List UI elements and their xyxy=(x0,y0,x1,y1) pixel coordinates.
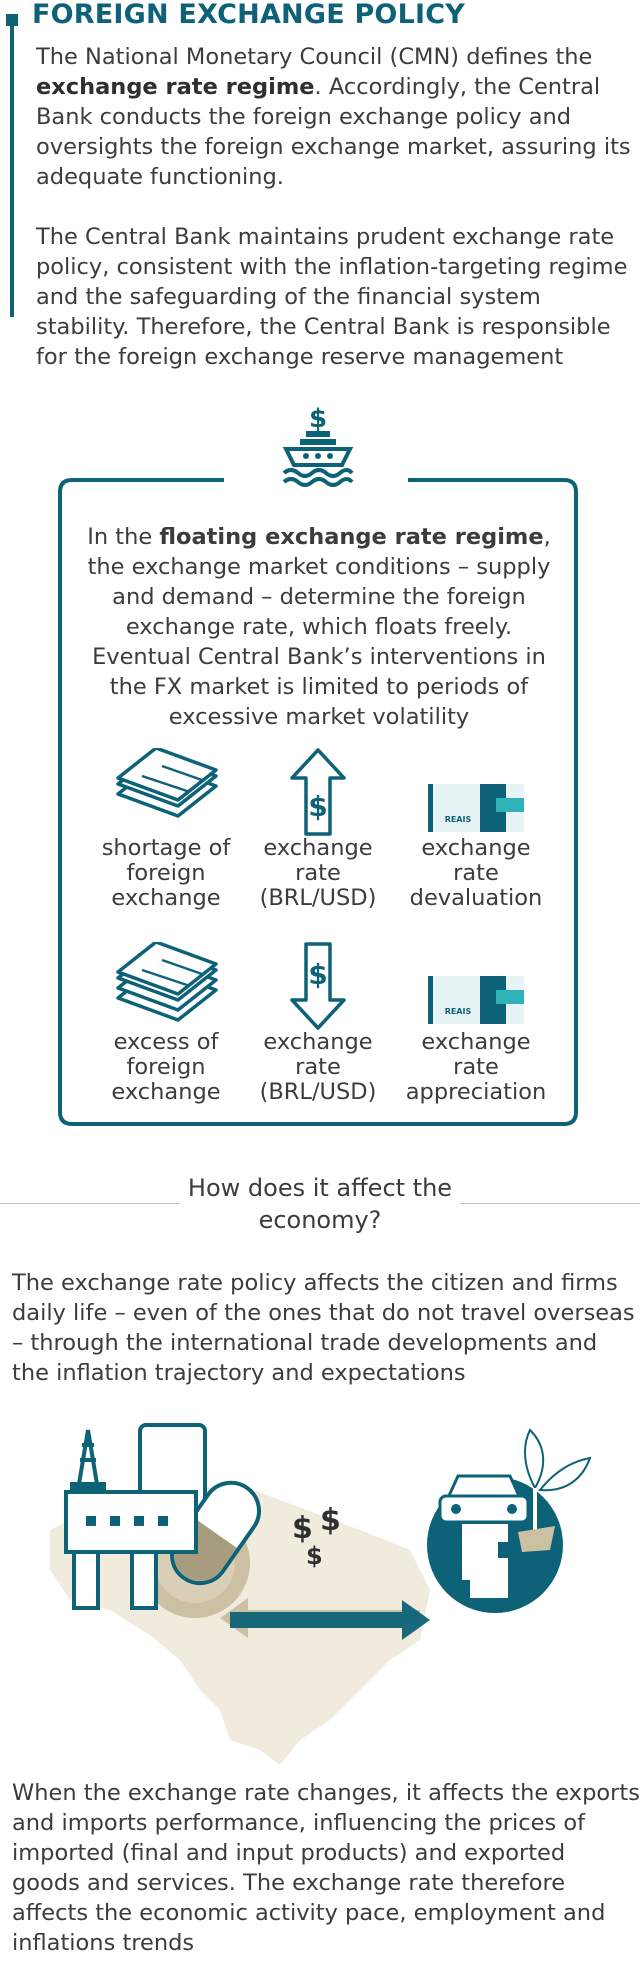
banknote-label: REAIS xyxy=(445,1007,472,1016)
banknote-appreciation-icon: REAIS xyxy=(428,976,524,1024)
money-stack-icon xyxy=(116,748,218,818)
banknote-label: REAIS xyxy=(445,815,472,824)
arrow-down-dollar-sign: $ xyxy=(308,958,327,991)
arrow-up-dollar-sign: $ xyxy=(308,790,327,823)
title-marker xyxy=(6,14,18,26)
car-icon xyxy=(438,1474,530,1524)
intro-text: The National Monetary Council (CMN) defi… xyxy=(36,44,593,70)
economy-paragraph-2: When the exchange rate changes, it affec… xyxy=(12,1780,640,1956)
divider-right xyxy=(460,1203,640,1204)
ship-dollar-icon: $ xyxy=(282,404,354,487)
appreciation-label: exchange rate appreciation xyxy=(405,1029,547,1105)
dollar-sign-3: $ xyxy=(306,1542,323,1570)
arrow-down-dollar-icon: $ xyxy=(290,942,346,1030)
page-title: FOREIGN EXCHANGE POLICY xyxy=(32,0,466,30)
money-stack-large-icon xyxy=(116,942,218,1022)
intro-paragraph-2: The Central Bank maintains prudent excha… xyxy=(36,224,628,370)
divider-left xyxy=(0,1203,180,1204)
regime-description: In the floating exchange rate regime, th… xyxy=(86,522,552,732)
regime-bold-term: floating exchange rate regime xyxy=(159,524,544,550)
excess-label: excess of foreign exchange xyxy=(111,1029,221,1105)
plant-icon xyxy=(518,1428,592,1552)
regime-box-frame xyxy=(58,478,578,1126)
exchange-rate-up-label: exchange rate (BRL/USD) xyxy=(259,835,377,911)
exchange-rate-down-label: exchange rate (BRL/USD) xyxy=(259,1029,377,1105)
section-title: How does it affect the economy? xyxy=(187,1174,453,1234)
arrow-up-dollar-icon: $ xyxy=(290,748,346,836)
export-arrow xyxy=(230,1600,430,1640)
shortage-label: shortage of foreign exchange xyxy=(101,835,231,911)
dollar-sign-2: $ xyxy=(320,1503,341,1538)
title-accent-bar xyxy=(10,22,14,317)
intro-paragraph-1: The National Monetary Council (CMN) defi… xyxy=(36,42,636,192)
regime-text: , the exchange market conditions – suppl… xyxy=(87,524,551,730)
jar-shape xyxy=(462,1524,508,1598)
factory-icon xyxy=(64,1429,198,1610)
intro-text: . Accordingly, the Central Bank conducts… xyxy=(36,74,631,190)
banknote-devaluation-icon: REAIS xyxy=(428,784,524,832)
regime-text: In the xyxy=(87,524,160,550)
ship-dollar-sign: $ xyxy=(309,404,327,434)
dollar-sign-1: $ xyxy=(292,1511,313,1546)
intro-bold-term: exchange rate regime xyxy=(36,74,315,100)
trade-illustration: $ $ $ xyxy=(50,1423,592,1765)
economy-paragraph-1: The exchange rate policy affects the cit… xyxy=(12,1270,635,1386)
devaluation-label: exchange rate devaluation xyxy=(409,835,543,911)
